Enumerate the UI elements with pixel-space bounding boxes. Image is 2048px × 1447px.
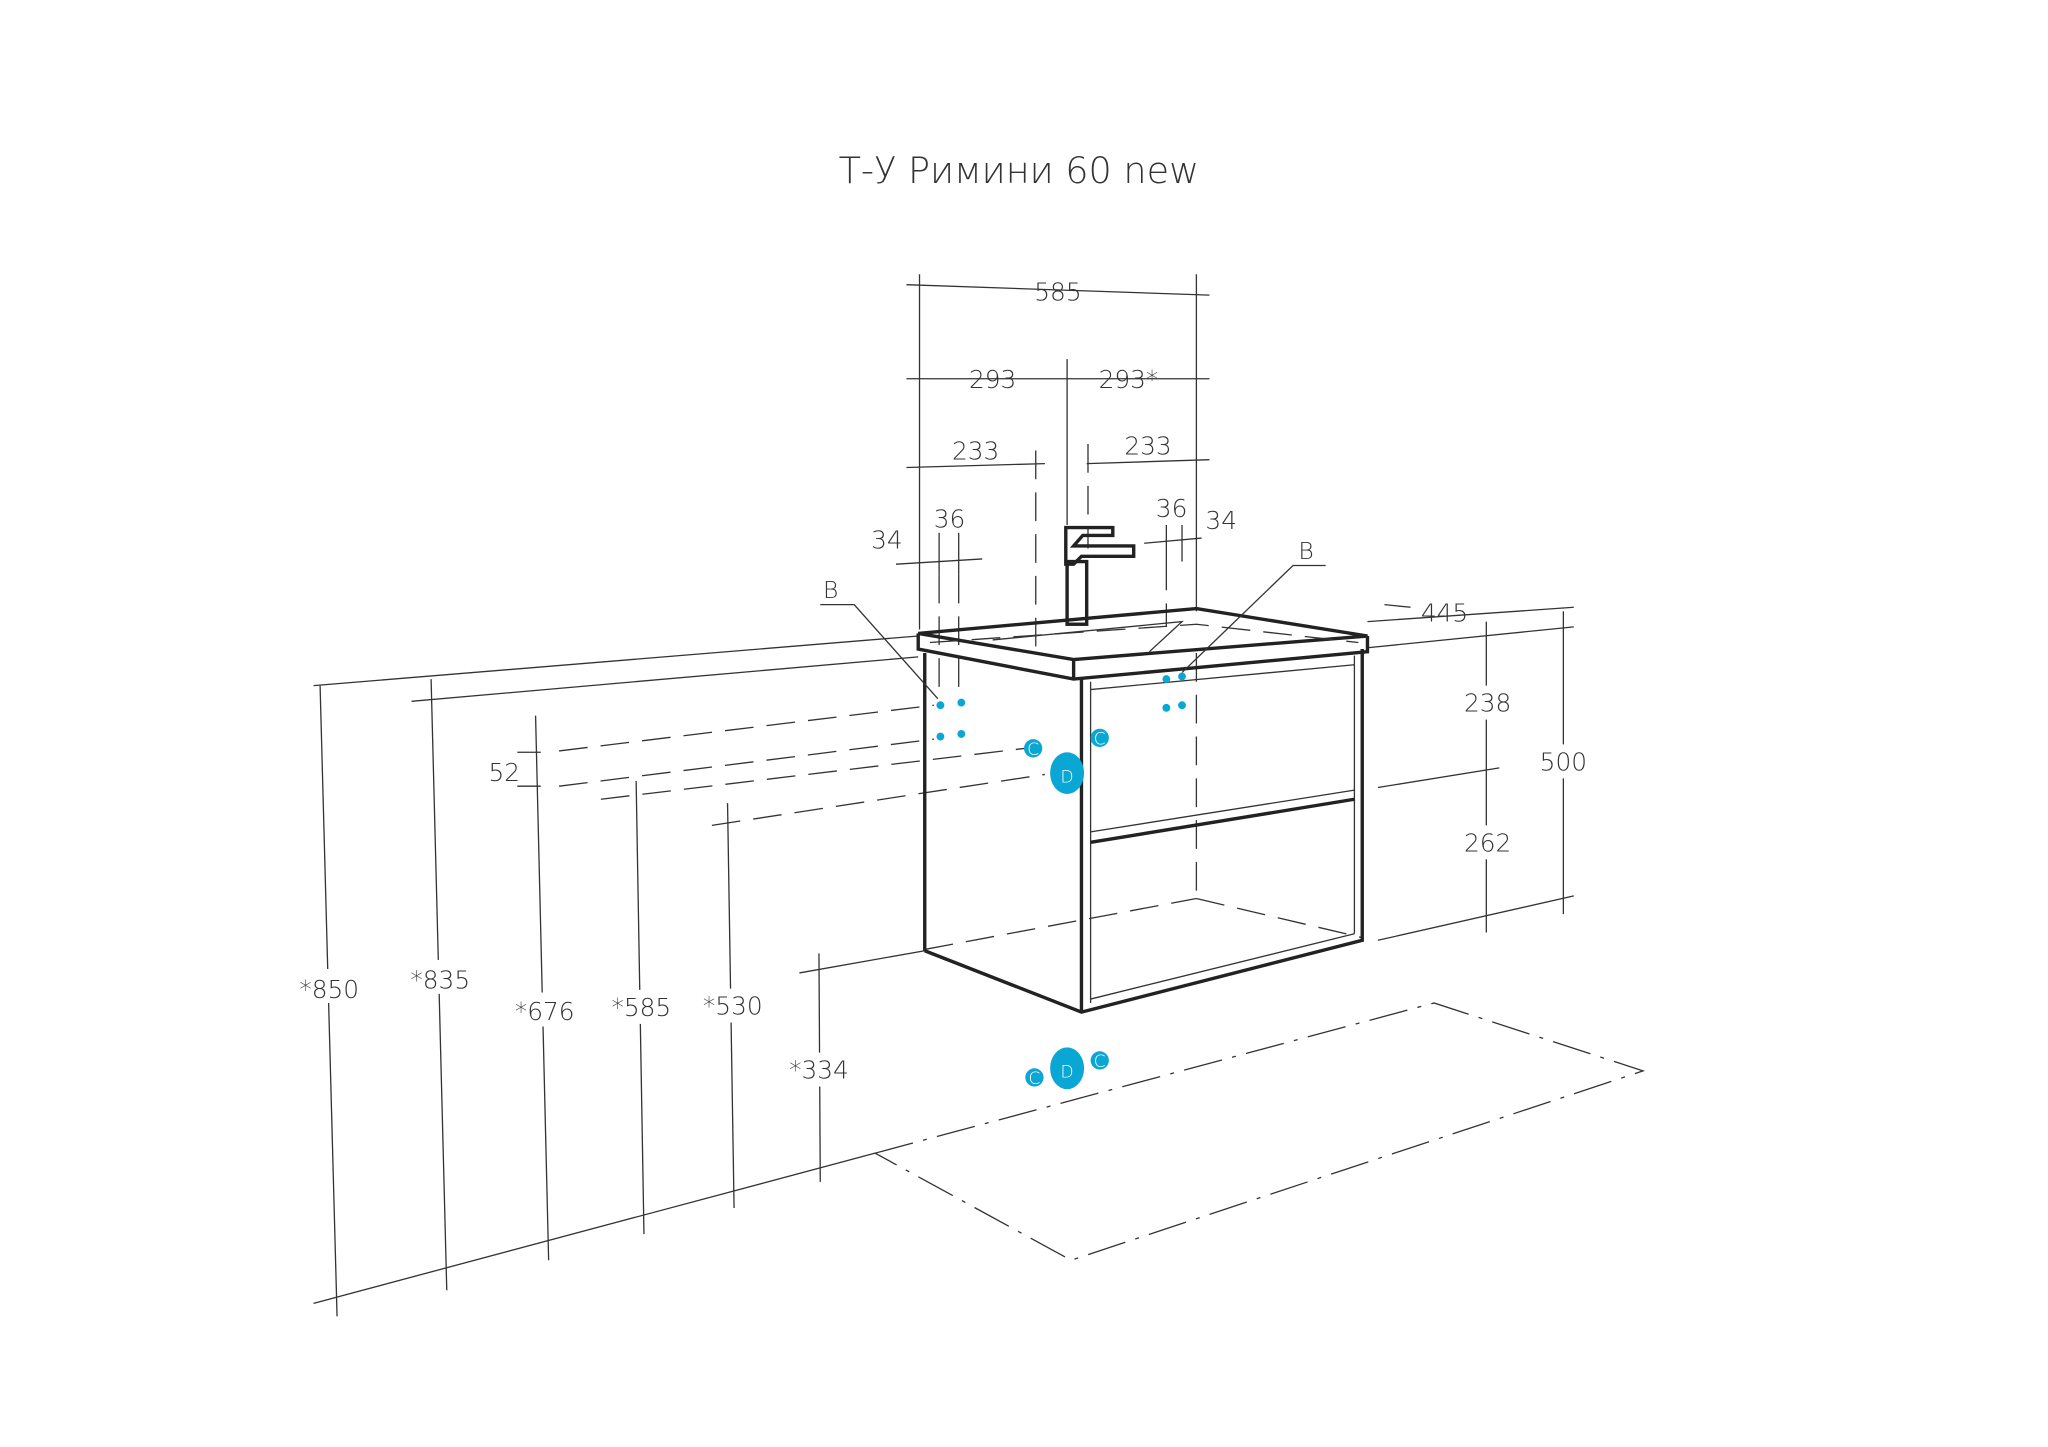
- top-dimension-lines: [895, 274, 1210, 902]
- connection-markers-floor: C C D: [1025, 1047, 1109, 1090]
- dim-34-right: 34: [1205, 506, 1237, 535]
- dim-293-left: 293: [969, 365, 1016, 394]
- mounting-holes: [936, 672, 1186, 741]
- marker-d: D: [1061, 767, 1074, 787]
- vanity-cabinet: [916, 606, 1370, 1014]
- faucet: [1064, 525, 1136, 626]
- dim-34-left: 34: [871, 526, 903, 555]
- dim-676: *676: [515, 997, 575, 1026]
- marker-b-left: B: [823, 576, 838, 604]
- dim-36-right: 36: [1156, 494, 1188, 523]
- marker-b-right: B: [1298, 537, 1313, 565]
- reference-lines: [313, 606, 1646, 1304]
- dim-445: 445: [1421, 599, 1468, 628]
- marker-c: C: [1094, 1052, 1106, 1072]
- height-dimension-lines: [319, 611, 1565, 1317]
- dim-835: *835: [410, 966, 470, 995]
- dim-262: 262: [1464, 828, 1511, 857]
- marker-c: C: [1029, 1069, 1041, 1089]
- connection-markers-wall: C C D: [1024, 728, 1109, 795]
- dim-334: *334: [789, 1056, 849, 1085]
- dim-233-left: 233: [952, 437, 999, 466]
- dim-500: 500: [1540, 748, 1587, 777]
- dim-36-left: 36: [934, 505, 966, 534]
- dim-52: 52: [488, 758, 520, 787]
- drawing-title: Т-У Римини 60 new: [839, 149, 1199, 192]
- dim-530: *530: [703, 992, 763, 1021]
- dim-293-right: 293*: [1099, 365, 1159, 394]
- marker-d: D: [1061, 1062, 1074, 1082]
- marker-c: C: [1027, 740, 1039, 760]
- marker-c: C: [1094, 729, 1106, 749]
- dim-850: *850: [299, 975, 359, 1004]
- dim-585: 585: [1034, 277, 1081, 306]
- dim-233-right: 233: [1124, 431, 1171, 460]
- dim-238: 238: [1464, 689, 1511, 718]
- dim-585: *585: [611, 993, 671, 1022]
